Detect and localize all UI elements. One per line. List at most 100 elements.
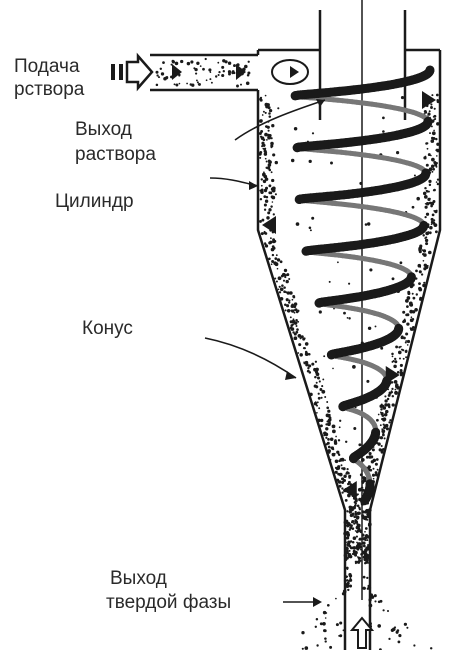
particle-dot bbox=[284, 269, 287, 272]
particle-dot bbox=[434, 210, 437, 213]
particle-dot bbox=[271, 263, 273, 265]
particle-dot bbox=[427, 113, 430, 116]
particle-dot bbox=[344, 459, 346, 461]
particle-dot bbox=[364, 562, 366, 564]
particle-dot bbox=[327, 410, 330, 413]
particle-dot bbox=[261, 219, 264, 222]
particle-dot bbox=[346, 567, 349, 570]
particle-dot bbox=[415, 270, 418, 273]
particle-dot bbox=[259, 190, 261, 192]
particle-dot bbox=[357, 556, 359, 558]
particle-dot bbox=[378, 414, 380, 416]
particle-dot bbox=[335, 460, 339, 464]
particle-dot bbox=[325, 433, 329, 437]
particle-dot bbox=[246, 82, 250, 86]
particle-dot bbox=[215, 75, 217, 77]
particle-dot bbox=[416, 293, 418, 295]
particle-dot bbox=[261, 136, 265, 140]
particle-dot bbox=[432, 137, 435, 140]
particle-dot bbox=[362, 541, 365, 544]
particle-dot bbox=[223, 70, 225, 72]
particle-dot bbox=[283, 290, 286, 293]
particle-dot bbox=[427, 148, 429, 150]
particle-dot bbox=[403, 337, 406, 340]
particle-dot bbox=[431, 171, 433, 173]
particle-dot bbox=[422, 234, 424, 236]
particle-dot bbox=[375, 463, 378, 466]
particle-dot bbox=[405, 350, 407, 352]
particle-dot bbox=[367, 222, 370, 225]
particle-dot bbox=[339, 634, 342, 637]
particle-dot bbox=[392, 356, 394, 358]
particle-dot bbox=[373, 478, 375, 480]
particle-dot bbox=[285, 309, 287, 311]
particle-dot bbox=[271, 187, 274, 190]
particle-dot bbox=[281, 284, 284, 287]
particle-dot bbox=[360, 530, 362, 532]
particle-dot bbox=[371, 460, 374, 463]
particle-dot bbox=[283, 286, 286, 289]
particle-dot bbox=[425, 203, 427, 205]
particle-dot bbox=[363, 587, 366, 590]
particle-dot bbox=[430, 168, 432, 170]
particle-dot bbox=[398, 641, 401, 644]
particle-dot bbox=[218, 74, 220, 76]
particle-dot bbox=[393, 360, 395, 362]
particle-dot bbox=[433, 116, 435, 118]
particle-dot bbox=[350, 514, 353, 517]
particle-dot bbox=[358, 539, 360, 541]
particle-dot bbox=[384, 437, 386, 439]
particle-dot bbox=[394, 391, 398, 395]
particle-dot bbox=[376, 458, 379, 461]
particle-dot bbox=[375, 325, 377, 327]
particle-dot bbox=[406, 305, 409, 308]
particle-dot bbox=[422, 249, 424, 251]
particle-dot bbox=[278, 276, 282, 280]
particle-dot bbox=[244, 65, 248, 69]
particle-dot bbox=[325, 612, 327, 614]
particle-dot bbox=[196, 62, 199, 65]
particle-dot bbox=[413, 644, 415, 646]
particle-dot bbox=[312, 132, 314, 134]
particle-dot bbox=[385, 414, 387, 416]
particle-dot bbox=[224, 60, 227, 63]
particle-dot bbox=[357, 504, 360, 507]
particle-dot bbox=[197, 81, 199, 83]
particle-dot bbox=[429, 198, 431, 200]
particle-dot bbox=[369, 268, 372, 271]
particle-dot bbox=[394, 358, 396, 360]
particle-dot bbox=[339, 458, 342, 461]
particle-dot bbox=[380, 408, 382, 410]
particle-dot bbox=[365, 527, 368, 530]
particle-dot bbox=[277, 107, 279, 109]
particle-dot bbox=[320, 419, 323, 422]
particle-dot bbox=[431, 158, 435, 162]
particle-dot bbox=[287, 291, 290, 294]
particle-dot bbox=[418, 287, 421, 290]
particle-dot bbox=[292, 331, 294, 333]
particle-dot bbox=[270, 192, 272, 194]
particle-dot bbox=[294, 312, 296, 314]
particle-dot bbox=[353, 536, 357, 540]
particle-dot bbox=[332, 448, 334, 450]
particle-dot bbox=[388, 421, 390, 423]
particle-dot bbox=[325, 640, 327, 642]
particle-dot bbox=[315, 385, 318, 388]
particle-dot bbox=[353, 427, 356, 430]
particle-dot bbox=[269, 208, 272, 211]
particle-dot bbox=[305, 363, 308, 366]
particle-dot bbox=[156, 71, 159, 74]
particle-dot bbox=[325, 617, 327, 619]
particle-dot bbox=[310, 229, 312, 231]
particle-dot bbox=[402, 311, 405, 314]
particle-dot bbox=[228, 62, 231, 65]
particle-dot bbox=[307, 367, 309, 369]
particle-dot bbox=[282, 273, 286, 277]
particle-dot bbox=[339, 621, 342, 624]
particle-dot bbox=[432, 168, 435, 171]
particle-dot bbox=[358, 488, 362, 492]
particle-dot bbox=[425, 242, 428, 245]
particle-dot bbox=[423, 156, 426, 159]
particle-dot bbox=[217, 62, 219, 64]
